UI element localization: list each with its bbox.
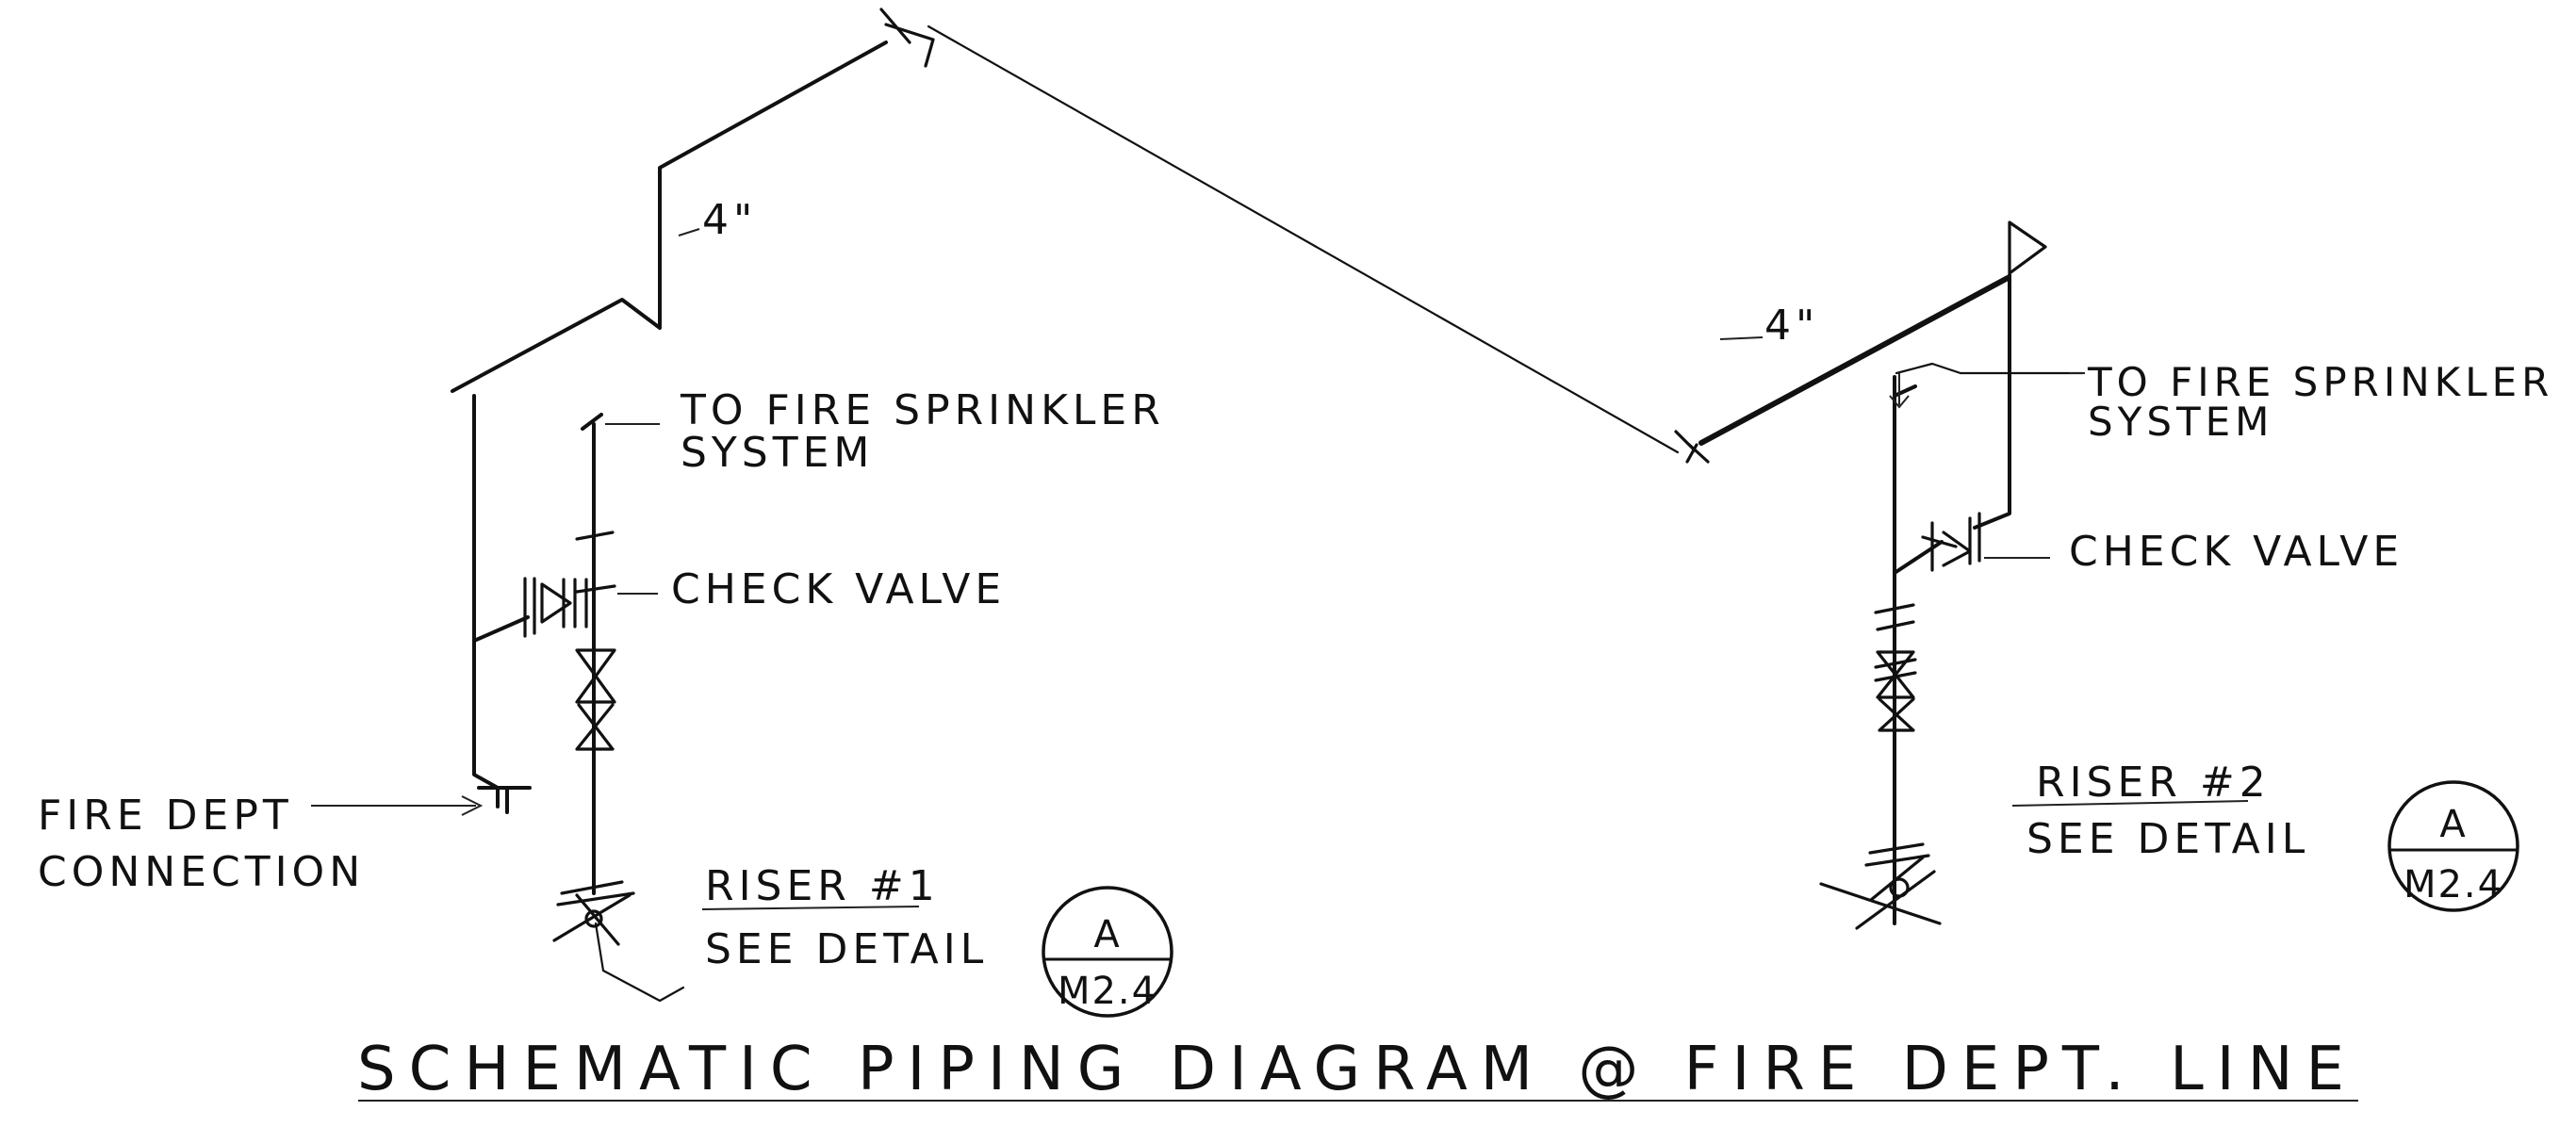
right-to-sprinkler-line2: SYSTEM [2088, 399, 2273, 445]
left-check-valve-symbol [523, 577, 588, 638]
left-check-valve-label: CHECK VALVE [671, 565, 1006, 613]
diagram-title: SCHEMATIC PIPING DIAGRAM @ FIRE DEPT. LI… [357, 1035, 2357, 1104]
right-detail-sheet: M2.4 [2404, 863, 2503, 906]
left-to-sprinkler-line2: SYSTEM [681, 429, 874, 477]
right-check-valve-symbol [1921, 512, 1981, 572]
right-size-label: 4" [1764, 302, 1819, 350]
fdc-label-line2: CONNECTION [38, 848, 365, 896]
left-to-sprinkler-line1: TO FIRE SPRINKLER [680, 386, 1165, 434]
left-upper-end-cap [879, 8, 935, 68]
right-main-pipe [1674, 220, 2047, 530]
right-to-sprinkler-line1: TO FIRE SPRINKLER [2087, 359, 2553, 405]
left-detail-letter: A [1093, 913, 1121, 956]
cross-connection-line [927, 24, 1680, 454]
right-see-detail-label: SEE DETAIL [2026, 815, 2309, 863]
left-detail-sheet: M2.4 [1058, 970, 1157, 1013]
right-riser-pipe [1819, 362, 2085, 930]
fdc-label-line1: FIRE DEPT [38, 792, 293, 840]
riser-2-label: RISER #2 [2036, 759, 2271, 807]
right-detail-letter: A [2439, 803, 2467, 846]
left-fdc-pipe-run [451, 41, 888, 814]
riser-1-label: RISER #1 [705, 862, 940, 910]
left-riser-pipe [552, 413, 685, 1003]
leader-lines [311, 228, 2358, 1102]
right-check-valve-label: CHECK VALVE [2069, 528, 2404, 576]
left-see-detail-label: SEE DETAIL [705, 925, 988, 973]
right-detail-bubble: A M2.4 [2387, 780, 2519, 912]
left-detail-bubble: A M2.4 [1042, 886, 1173, 1018]
left-size-label: 4" [702, 196, 757, 244]
